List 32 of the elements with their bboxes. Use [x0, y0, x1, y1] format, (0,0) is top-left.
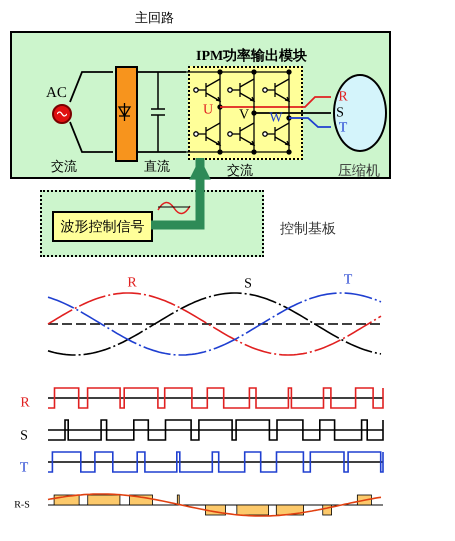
label: 交流	[227, 161, 253, 180]
label: R	[338, 88, 348, 106]
wire	[301, 117, 331, 128]
heading: 控制基板	[280, 219, 336, 238]
wire	[69, 122, 113, 153]
label: S	[20, 428, 28, 446]
wire	[69, 71, 113, 102]
label: S	[336, 104, 344, 122]
label: W	[269, 110, 283, 128]
label: R	[20, 394, 30, 412]
signal-box	[52, 211, 153, 242]
rectifier-bar	[115, 66, 138, 162]
label: 直流	[144, 157, 170, 176]
label: V	[238, 106, 250, 124]
label: T	[20, 460, 28, 478]
label: R	[127, 274, 137, 292]
label: T	[338, 120, 348, 138]
label: T	[344, 272, 352, 290]
wire	[136, 151, 186, 153]
label: U	[202, 102, 214, 120]
label: 交流	[51, 157, 77, 176]
wire	[301, 112, 331, 114]
heading: 主回路	[135, 9, 174, 27]
label: 波形控制信号	[60, 217, 146, 236]
heading: IPM功率输出模块	[196, 46, 308, 66]
label: S	[244, 276, 252, 294]
heading: AC	[46, 84, 67, 103]
signal-arrow	[151, 158, 211, 230]
heading: 压缩机	[338, 161, 380, 180]
wire	[301, 96, 331, 108]
label: R-S	[14, 498, 30, 512]
wire	[136, 71, 186, 73]
